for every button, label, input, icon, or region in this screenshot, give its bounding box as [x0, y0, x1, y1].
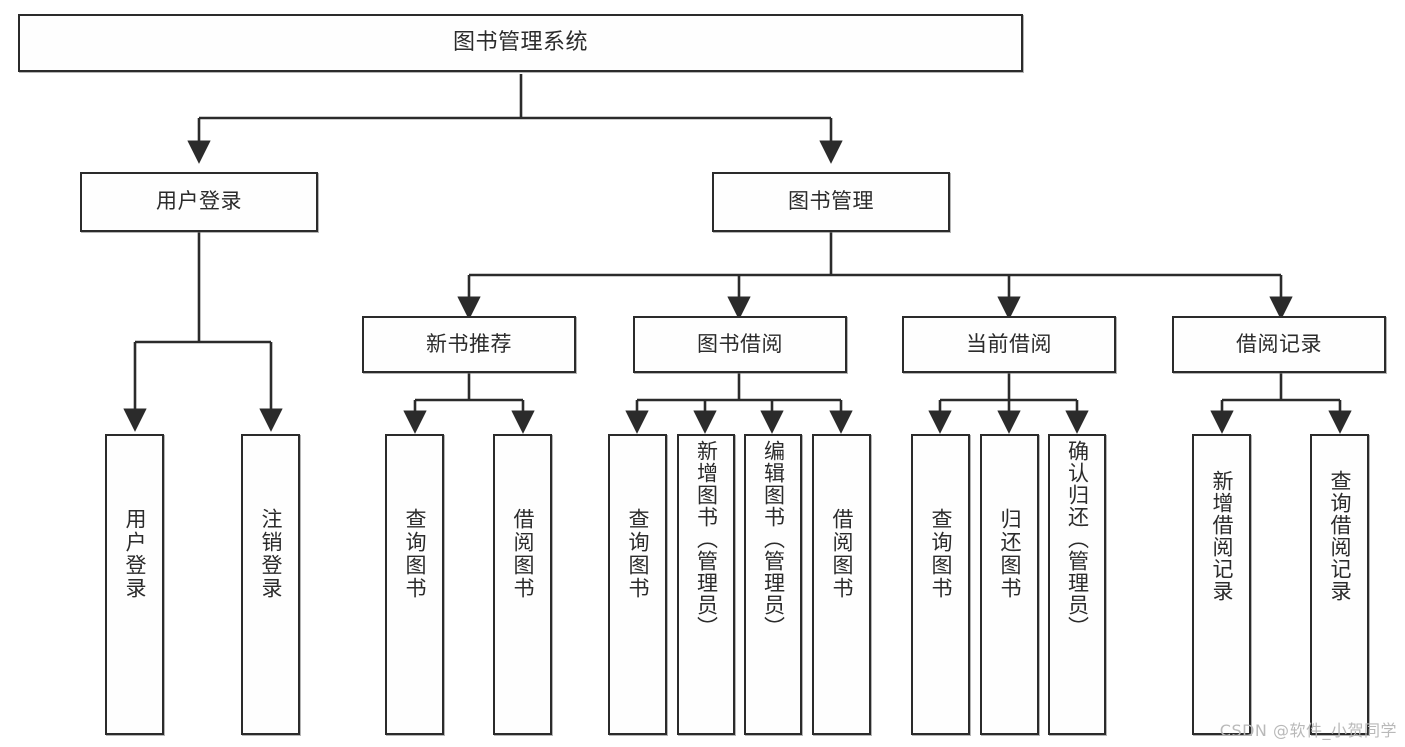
- leaf-query-book-current[interactable]: 查询图书: [911, 434, 970, 735]
- node-label: 查询借阅记录: [1328, 470, 1352, 602]
- node-label: 图书管理: [788, 189, 874, 214]
- leaf-borrow-book[interactable]: 借阅图书: [812, 434, 871, 735]
- node-label: 新书推荐: [426, 331, 512, 356]
- node-label: 图书借阅: [697, 331, 783, 356]
- node-label: 新增图书（管理员）: [694, 440, 719, 638]
- node-label: 用户登录: [156, 189, 242, 214]
- node-borrow-record[interactable]: 借阅记录: [1172, 316, 1386, 373]
- leaf-query-borrow-record[interactable]: 查询借阅记录: [1310, 434, 1369, 735]
- leaf-confirm-return-admin[interactable]: 确认归还（管理员）: [1048, 434, 1106, 735]
- leaf-edit-book-admin[interactable]: 编辑图书（管理员）: [744, 434, 802, 735]
- leaf-add-book-admin[interactable]: 新增图书（管理员）: [677, 434, 735, 735]
- leaf-user-login[interactable]: 用户登录: [105, 434, 164, 735]
- node-label: 查询图书: [929, 508, 953, 600]
- node-label: 借阅图书: [511, 508, 535, 600]
- node-current-borrow[interactable]: 当前借阅: [902, 316, 1116, 373]
- csdn-watermark: CSDN @软件_小贺同学: [1219, 721, 1397, 740]
- node-label: 查询图书: [403, 508, 427, 600]
- node-label: 归还图书: [998, 508, 1022, 600]
- node-label: 图书管理系统: [452, 29, 588, 55]
- node-book-borrow[interactable]: 图书借阅: [633, 316, 847, 373]
- leaf-logout-login[interactable]: 注销登录: [241, 434, 300, 735]
- node-label: 编辑图书（管理员）: [761, 440, 786, 638]
- node-user-login[interactable]: 用户登录: [80, 172, 318, 232]
- leaf-return-book[interactable]: 归还图书: [980, 434, 1039, 735]
- node-label: 新增借阅记录: [1210, 470, 1234, 602]
- node-new-book-recommend[interactable]: 新书推荐: [362, 316, 576, 373]
- node-root-book-management-system[interactable]: 图书管理系统: [18, 14, 1023, 72]
- node-label: 借阅图书: [830, 508, 854, 600]
- node-label: 当前借阅: [966, 331, 1052, 356]
- node-book-management[interactable]: 图书管理: [712, 172, 950, 232]
- node-label: 用户登录: [123, 508, 147, 600]
- node-label: 查询图书: [626, 508, 650, 600]
- node-label: 确认归还（管理员）: [1065, 440, 1090, 638]
- leaf-borrow-book-recommend[interactable]: 借阅图书: [493, 434, 552, 735]
- node-label: 借阅记录: [1236, 331, 1322, 356]
- leaf-add-borrow-record[interactable]: 新增借阅记录: [1192, 434, 1251, 735]
- node-label: 注销登录: [259, 508, 283, 600]
- leaf-query-book-recommend[interactable]: 查询图书: [385, 434, 444, 735]
- leaf-query-book-borrow[interactable]: 查询图书: [608, 434, 667, 735]
